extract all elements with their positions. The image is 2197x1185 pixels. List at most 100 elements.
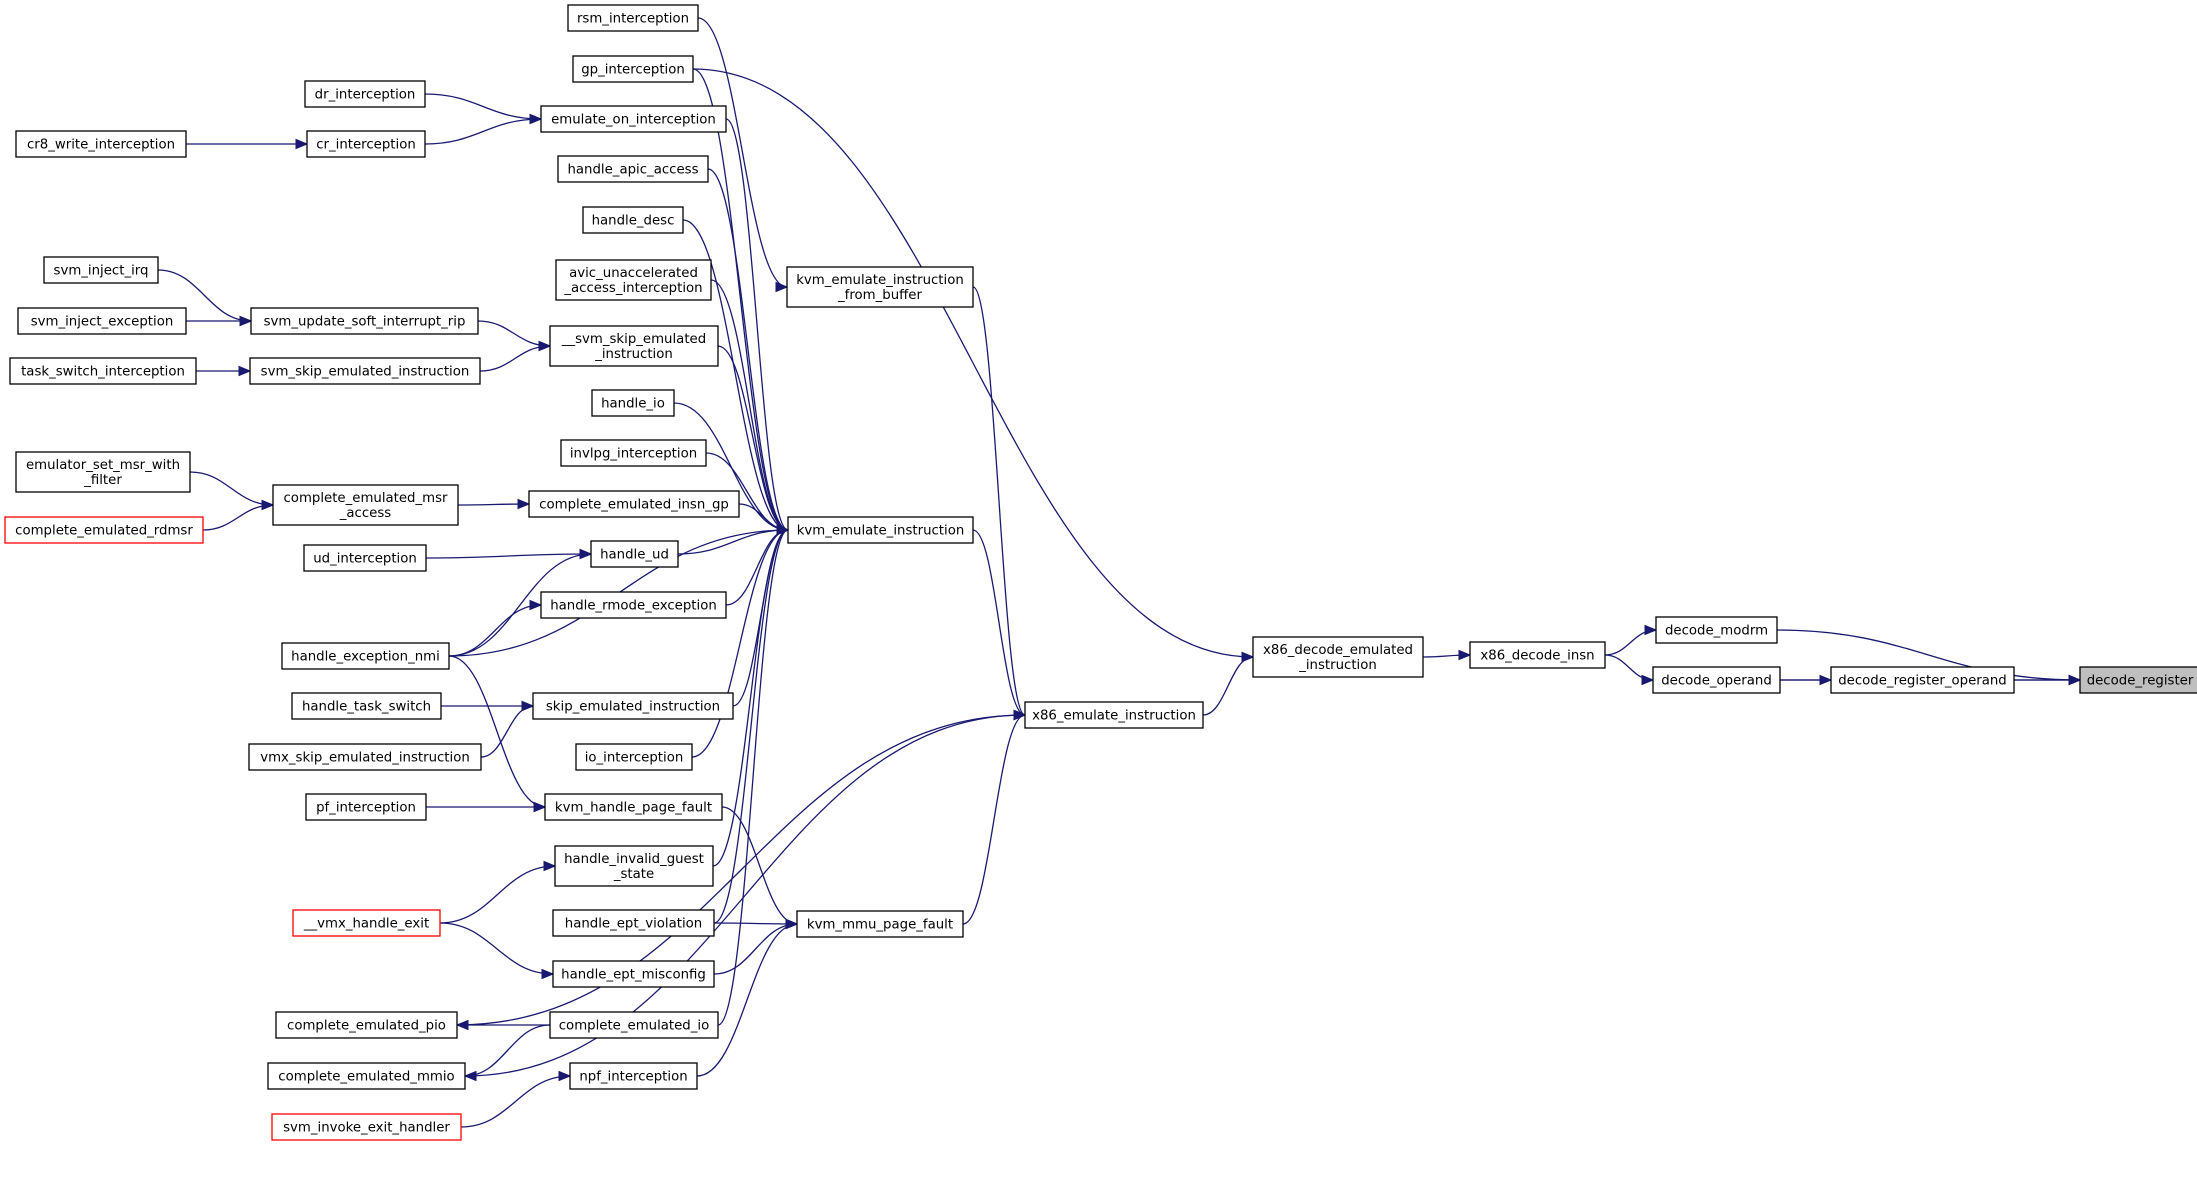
- node-handle-rmode-exception[interactable]: handle_rmode_exception: [540, 591, 727, 619]
- node-complete-emulated-pio[interactable]: complete_emulated_pio: [275, 1011, 458, 1039]
- node-svm-inject-exception[interactable]: svm_inject_exception: [17, 307, 187, 335]
- edge-kvm_emulate_instruction_from_buffer-to-x86_emulate_instruction: [972, 286, 1027, 721]
- node-x86-decode-emulated-instruction[interactable]: x86_decode_emulated_instruction: [1252, 636, 1424, 678]
- edge-line: [448, 553, 592, 657]
- edge-ud_interception-to-handle_ud: [425, 548, 593, 560]
- node-box: [582, 206, 684, 234]
- node-handle-task-switch[interactable]: handle_task_switch: [291, 692, 442, 720]
- arrowhead: [517, 498, 531, 510]
- edge-line: [712, 529, 789, 867]
- edge-line: [721, 806, 798, 925]
- node-avic-unaccelerated-access-interception[interactable]: avic_unaccelerated_access_interception: [555, 259, 712, 301]
- node-kvm-mmu-page-fault[interactable]: kvm_mmu_page_fault: [796, 910, 964, 938]
- node-invlpg-interception[interactable]: invlpg_interception: [560, 439, 707, 467]
- node-complete-emulated-rdmsr[interactable]: complete_emulated_rdmsr: [4, 516, 204, 544]
- node-decode-operand[interactable]: decode_operand: [1652, 666, 1781, 694]
- node-handle-desc[interactable]: handle_desc: [582, 206, 684, 234]
- node-handle-exception-nmi[interactable]: handle_exception_nmi: [281, 642, 450, 670]
- node-kvm-emulate-instruction[interactable]: kvm_emulate_instruction: [787, 516, 974, 544]
- node-dr-interception[interactable]: dr_interception: [304, 80, 426, 108]
- node-svm-inject-irq[interactable]: svm_inject_irq: [43, 256, 159, 284]
- node-box: [271, 1113, 462, 1141]
- node-label: svm_inject_irq: [54, 264, 149, 279]
- node-handle-ud[interactable]: handle_ud: [590, 540, 679, 568]
- arrowhead: [558, 1070, 572, 1082]
- node-handle-ept-violation[interactable]: handle_ept_violation: [552, 909, 715, 937]
- node-box: [796, 910, 964, 938]
- node-cr8-write-interception[interactable]: cr8_write_interception: [15, 130, 187, 158]
- arrowhead: [529, 113, 543, 125]
- node-box: [1469, 641, 1606, 669]
- node-rsm-interception[interactable]: rsm_interception: [567, 4, 699, 32]
- edge-line: [439, 922, 554, 975]
- edge-line: [713, 529, 789, 924]
- node-box: [4, 516, 204, 544]
- node-task-switch-interception[interactable]: task_switch_interception: [9, 357, 197, 385]
- edge-line: [1776, 629, 2081, 681]
- edge-line: [717, 529, 789, 1026]
- node-svm-update-soft-interrupt-rip[interactable]: svm_update_soft_interrupt_rip: [250, 307, 479, 335]
- edge-x86_decode_insn-to-decode_modrm: [1604, 624, 1658, 656]
- node-cr-interception[interactable]: cr_interception: [306, 130, 426, 158]
- node-label: handle_rmode_exception: [550, 599, 717, 614]
- node-x86-emulate-instruction[interactable]: x86_emulate_instruction: [1024, 701, 1204, 729]
- edge-line: [691, 529, 789, 758]
- node-handle-invalid-guest-state[interactable]: handle_invalid_guest_state: [554, 845, 714, 887]
- edge-line: [682, 219, 789, 531]
- node-box: [275, 1011, 458, 1039]
- node-box: [292, 909, 441, 937]
- edge-cr8_write_interception-to-cr_interception: [186, 138, 309, 150]
- node-complete-emulated-mmio[interactable]: complete_emulated_mmio: [267, 1062, 466, 1090]
- edge-rsm_interception-to-kvm_emulate_instruction_from_buffer: [697, 17, 789, 293]
- node-vmx-skip-emulated-instruction[interactable]: vmx_skip_emulated_instruction: [248, 743, 482, 771]
- node-pf-interception[interactable]: pf_interception: [305, 793, 427, 821]
- node-svm-invoke-exit-handler[interactable]: svm_invoke_exit_handler: [271, 1113, 462, 1141]
- node-box: [572, 55, 694, 83]
- node-complete-emulated-insn-gp[interactable]: complete_emulated_insn_gp: [528, 490, 740, 518]
- node-complete-emulated-io[interactable]: complete_emulated_io: [549, 1011, 719, 1039]
- node-box: [552, 960, 715, 988]
- arrowhead: [239, 315, 253, 327]
- edge-line: [710, 279, 789, 531]
- node-decode-register[interactable]: decode_register: [2079, 666, 2197, 694]
- node-label: decode_register_operand: [1838, 674, 2007, 689]
- node-svm-skip-emulated-instruction[interactable]: __svm_skip_emulated_instruction: [549, 325, 719, 367]
- node-emulator-set-msr-with-filter[interactable]: emulator_set_msr_with_filter: [15, 451, 191, 493]
- node-label: handle_exception_nmi: [291, 650, 440, 665]
- node-decode-register-operand[interactable]: decode_register_operand: [1830, 666, 2015, 694]
- node-label: _filter: [83, 473, 122, 488]
- edge-line: [424, 118, 542, 145]
- arrowhead: [543, 860, 557, 872]
- node-decode-modrm[interactable]: decode_modrm: [1655, 616, 1778, 644]
- edge-line: [692, 68, 1254, 658]
- node-npf-interception[interactable]: npf_interception: [569, 1062, 698, 1090]
- node-box: [569, 1062, 698, 1090]
- node-ud-interception[interactable]: ud_interception: [303, 544, 427, 572]
- node-io-interception[interactable]: io_interception: [575, 743, 693, 771]
- node-kvm-handle-page-fault[interactable]: kvm_handle_page_fault: [544, 793, 723, 821]
- edge-complete_emulated_io-to-kvm_emulate_instruction: [717, 524, 790, 1026]
- arrowhead: [529, 599, 543, 611]
- node-box: [557, 155, 709, 183]
- node-gp-interception[interactable]: gp_interception: [572, 55, 694, 83]
- arrowhead: [261, 499, 275, 511]
- node-x86-decode-insn[interactable]: x86_decode_insn: [1469, 641, 1606, 669]
- node-handle-io[interactable]: handle_io: [591, 389, 675, 417]
- node-label: gp_interception: [581, 63, 685, 78]
- node-box: [1652, 666, 1781, 694]
- node-vmx-handle-exit[interactable]: __vmx_handle_exit: [292, 909, 441, 937]
- node-box: [540, 591, 727, 619]
- node-handle-ept-misconfig[interactable]: handle_ept_misconfig: [552, 960, 715, 988]
- node-complete-emulated-msr-access[interactable]: complete_emulated_msr_access: [272, 484, 459, 526]
- arrowhead: [521, 700, 535, 712]
- node-label: complete_emulated_pio: [287, 1019, 446, 1034]
- node-label: dr_interception: [315, 88, 416, 103]
- node-box: [567, 4, 699, 32]
- node-handle-apic-access[interactable]: handle_apic_access: [557, 155, 709, 183]
- node-skip-emulated-instruction[interactable]: skip_emulated_instruction: [532, 692, 734, 720]
- node-svm-skip-emulated-instruction[interactable]: svm_skip_emulated_instruction: [249, 357, 481, 385]
- node-kvm-emulate-instruction-from-buffer[interactable]: kvm_emulate_instruction_from_buffer: [786, 266, 974, 308]
- node-emulate-on-interception[interactable]: emulate_on_interception: [540, 105, 727, 133]
- node-box: [786, 266, 974, 308]
- edge-x86_decode_insn-to-decode_operand: [1604, 654, 1655, 686]
